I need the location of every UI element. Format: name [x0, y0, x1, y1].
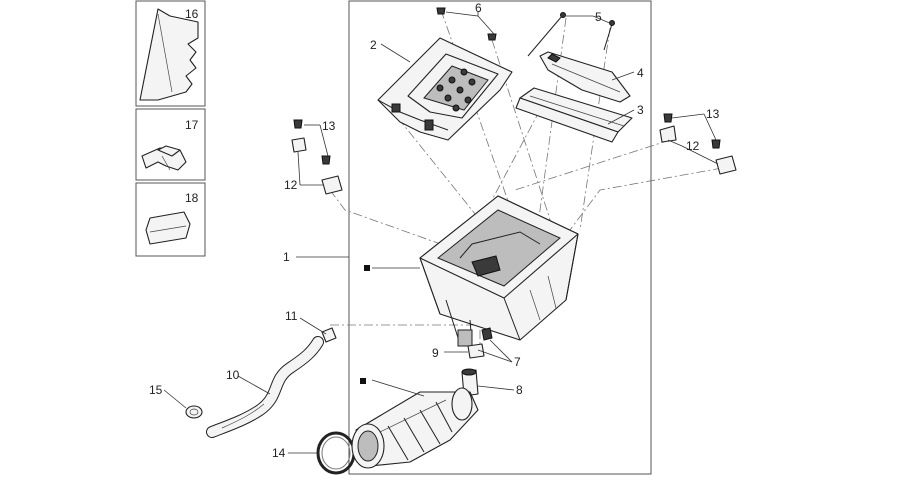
callout-7[interactable]: 7	[514, 355, 521, 369]
screw-part-6	[436, 7, 497, 41]
filter-element-part	[515, 87, 633, 143]
intake-duct-part	[351, 387, 479, 469]
callout-3[interactable]: 3	[637, 103, 644, 117]
callout-10[interactable]: 10	[226, 368, 240, 382]
bracket-part	[141, 145, 187, 171]
filter-cover-part	[377, 37, 513, 141]
assembly-frame	[348, 0, 652, 475]
inset-frame-18	[135, 182, 206, 257]
callout-1[interactable]: 1	[283, 250, 290, 264]
hose-clamp-part	[185, 405, 203, 419]
airbox-housing-part	[419, 195, 579, 347]
callout-8[interactable]: 8	[516, 383, 523, 397]
small-clamp-part	[321, 327, 337, 343]
callout-9[interactable]: 9	[432, 346, 439, 360]
fastener-right	[659, 113, 737, 175]
callout-4[interactable]: 4	[637, 66, 644, 80]
callout-11[interactable]: 11	[285, 309, 298, 323]
fastener-left	[291, 119, 343, 195]
callout-13-left[interactable]: 13	[322, 119, 336, 133]
section-marker-housing	[364, 265, 370, 271]
callout-12-right[interactable]: 12	[686, 139, 700, 153]
callout-5[interactable]: 5	[595, 10, 602, 24]
callout-2[interactable]: 2	[370, 38, 377, 52]
drain-hose-part	[206, 336, 324, 438]
inset-frame-17	[135, 108, 206, 181]
pad-part	[145, 211, 191, 245]
seal-strip-part	[539, 51, 631, 103]
leader-lines	[163, 11, 719, 454]
foam-wedge-part	[139, 8, 199, 101]
inset-frame-16	[135, 0, 206, 107]
callout-labels: 1 2 3 4 5 6 7 8 9 10 11 12 12 13 13 14 1…	[149, 1, 720, 460]
callout-16[interactable]: 16	[185, 7, 199, 21]
section-marker-duct	[360, 378, 366, 384]
callout-15[interactable]: 15	[149, 383, 163, 397]
bolt-part-5	[527, 12, 615, 57]
callout-12-left[interactable]: 12	[284, 178, 298, 192]
callout-14[interactable]: 14	[272, 446, 286, 460]
callout-6[interactable]: 6	[475, 1, 482, 15]
callout-18[interactable]: 18	[185, 191, 199, 205]
callout-13-right[interactable]: 13	[706, 107, 720, 121]
callout-17[interactable]: 17	[185, 118, 199, 132]
